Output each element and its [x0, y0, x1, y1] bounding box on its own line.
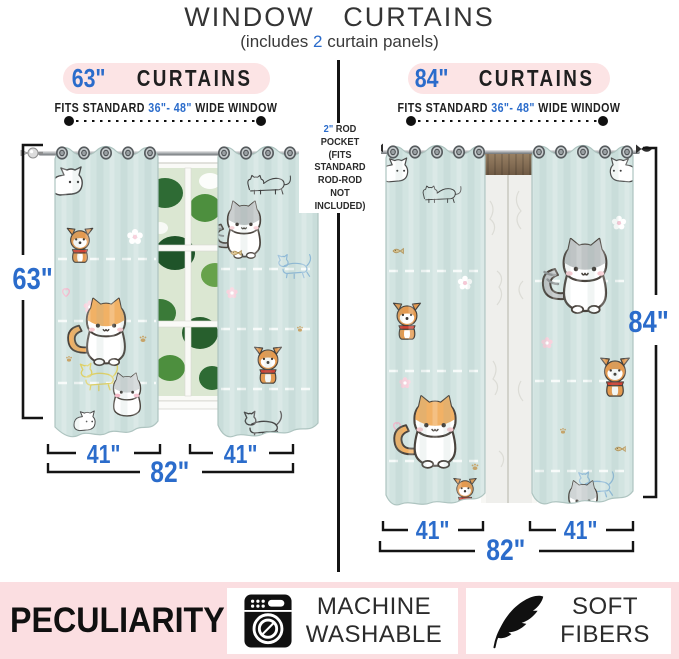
window-width-endpoint	[64, 116, 74, 126]
feature-label: SOFT FIBERS	[560, 593, 650, 648]
feather-icon	[493, 595, 544, 649]
height-bracket-84	[643, 146, 658, 499]
rod-note-line2: POCKET	[320, 135, 360, 148]
rod-note-line4: ROD-ROD	[317, 174, 363, 187]
curtain-panel-right	[532, 145, 633, 504]
rod-pocket-note: 2" ROD POCKET (FITS STANDARD ROD-ROD NOT…	[299, 123, 381, 213]
washing-machine-icon	[244, 594, 292, 648]
window-width-endpoint	[256, 116, 266, 126]
rod-note-line5: NOT INCLUDED)	[314, 186, 366, 212]
banner-size-84: 84"	[414, 63, 449, 93]
width-brackets-84	[378, 521, 635, 553]
subtitle-pre: (includes	[240, 32, 314, 51]
width-brackets-63	[46, 444, 295, 474]
curtain-preview-84	[367, 143, 658, 506]
window-width-endpoint	[406, 116, 416, 126]
curtain-panel-left	[55, 146, 158, 437]
size-banner-63: 63" CURTAINS	[63, 63, 270, 94]
panel-count: 2	[313, 32, 323, 51]
total-width-measure: 82"	[486, 534, 526, 567]
rod-note-line1: 2" ROD	[323, 123, 357, 135]
panel-width-measure: 41"	[416, 515, 450, 545]
valance	[483, 153, 535, 175]
subtitle-post: curtain panels)	[322, 32, 439, 51]
column-divider	[337, 60, 340, 572]
page-subtitle: (includes 2 curtain panels)	[0, 32, 679, 52]
feature-machine-washable: MACHINE WASHABLE	[227, 588, 458, 654]
banner-word-63: CURTAINS	[136, 65, 252, 91]
banner-word-84: CURTAINS	[478, 65, 595, 91]
height-bracket-63	[21, 143, 43, 420]
height-measure-63: 63"	[12, 261, 54, 296]
rod-note-line3: (FITS STANDARD	[314, 148, 366, 174]
panel-width-measure: 41"	[224, 439, 258, 469]
size-banner-84: 84" CURTAINS	[408, 63, 610, 94]
feature-soft-fibers: SOFT FIBERS	[466, 588, 671, 654]
window-width-endpoint	[598, 116, 608, 126]
curtain-preview-63	[19, 143, 331, 443]
panel-width-measure: 41"	[87, 439, 121, 469]
window-sheer	[481, 151, 537, 503]
peculiarity-heading: PECULIARITY	[10, 600, 225, 640]
window-width-dotted-line	[418, 119, 598, 123]
fits-note-84: FITS STANDARD 36"- 48" WIDE WINDOW	[397, 100, 621, 115]
height-measure-84: 84"	[628, 304, 670, 339]
window-width-dotted-line	[76, 119, 256, 123]
page-title: WINDOW CURTAINS	[184, 2, 495, 32]
panel-width-measure: 41"	[564, 515, 598, 545]
fits-note-63: FITS STANDARD 36"- 48" WIDE WINDOW	[54, 100, 278, 115]
banner-size-63: 63"	[72, 63, 106, 93]
total-width-measure: 82"	[150, 456, 190, 489]
curtain-panel-left	[386, 145, 485, 505]
feature-label: MACHINE WASHABLE	[305, 593, 443, 648]
